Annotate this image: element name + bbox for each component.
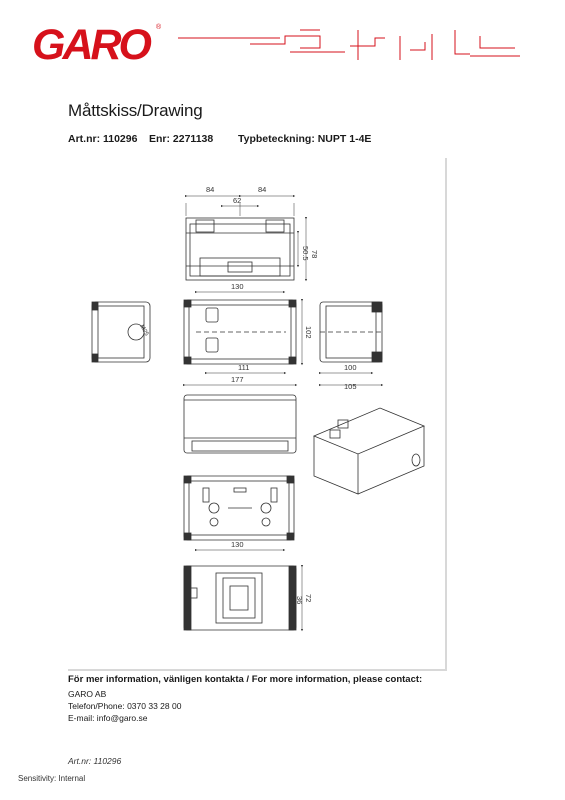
left-side-view [91, 301, 151, 363]
decorative-circuit-lines [178, 29, 520, 60]
side-elevation-view [183, 394, 297, 454]
dim-84-right: 84 [258, 185, 266, 194]
dim-84-left: 84 [206, 185, 214, 194]
dim-50-5: 50.5 [301, 246, 310, 261]
dim-102: 102 [304, 326, 313, 339]
contact-heading: För mer information, vänligen kontakta /… [68, 674, 423, 685]
dim-m25: M25 [138, 324, 149, 338]
front-view [183, 299, 297, 365]
dim-100: 100 [344, 363, 357, 372]
drawing-frame [68, 158, 447, 671]
page-title: Måttskiss/Drawing [68, 101, 203, 120]
e-number: Enr: 2271138 [149, 133, 214, 145]
isometric-view [312, 407, 426, 495]
dim-177: 177 [231, 375, 244, 384]
article-number: Art.nr: 110296 [68, 133, 138, 145]
logo-text: GARO [32, 21, 152, 65]
dim-72: 72 [304, 594, 313, 602]
dim-130-back: 130 [231, 540, 244, 549]
type-designation: Typbeteckning: NUPT 1-4E [238, 133, 372, 145]
top-view [185, 217, 295, 281]
dim-36: 36 [295, 596, 304, 604]
garo-logo: GARO ® [32, 21, 162, 65]
dim-105: 105 [344, 382, 357, 391]
back-view [183, 475, 295, 541]
sensitivity-label: Sensitivity: Internal [18, 774, 86, 783]
contact-phone: Telefon/Phone: 0370 33 28 00 [68, 701, 182, 711]
bottom-view [183, 565, 297, 631]
contact-company: GARO AB [68, 689, 107, 699]
dim-62: 62 [233, 196, 241, 205]
dim-111: 111 [238, 363, 249, 372]
right-side-view [319, 301, 383, 363]
logo-registered-mark: ® [156, 23, 162, 31]
technical-drawing: 84 84 62 78 50.5 130 102 111 177 [91, 185, 426, 632]
contact-email[interactable]: E-mail: info@garo.se [68, 713, 148, 723]
dim-130-top: 130 [231, 282, 244, 291]
footer-article-number: Art.nr: 110296 [68, 756, 122, 766]
dim-78: 78 [310, 250, 319, 258]
